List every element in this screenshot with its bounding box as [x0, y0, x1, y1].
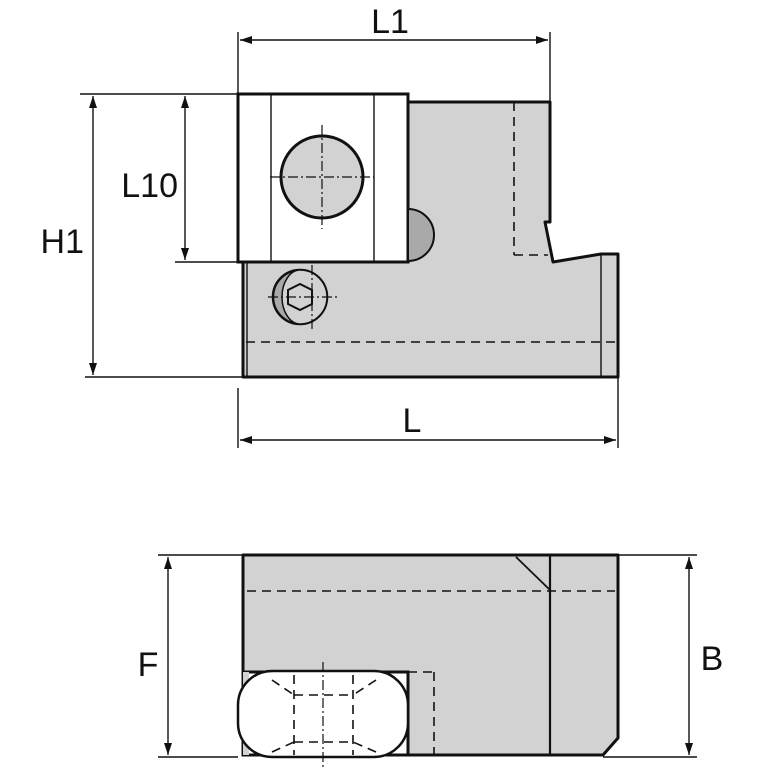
label-l10: L10: [121, 167, 178, 205]
label-f: F: [138, 646, 159, 684]
label-h1: H1: [41, 223, 84, 261]
half-recess: [407, 207, 435, 263]
top-view: L1 L10 H1 L: [41, 3, 620, 448]
label-b: B: [701, 640, 724, 678]
label-l: L: [403, 402, 422, 440]
bottom-view: F B: [138, 553, 724, 767]
label-l1: L1: [371, 3, 409, 41]
